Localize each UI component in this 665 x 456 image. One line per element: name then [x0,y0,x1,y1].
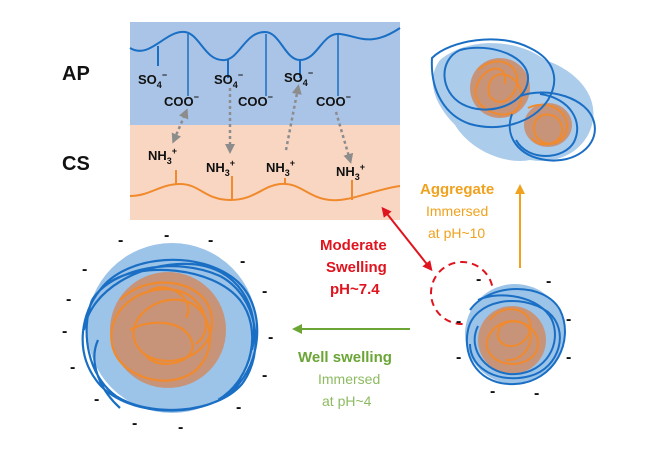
aggregate-particle [430,38,596,162]
negative-charge: - [178,419,183,436]
well-title: Well swelling [298,349,392,366]
negative-charge: - [70,359,75,376]
negative-charge: - [262,367,267,384]
interaction-arrow [334,111,354,164]
negative-charge: - [118,232,123,249]
swollen-particle [81,243,259,413]
ap-band [130,22,400,125]
negative-charge: - [236,399,241,416]
sulfate-group: SO4− [284,68,313,88]
neutral-coil-orange [485,308,540,365]
aggregate-title: Aggregate [420,181,494,198]
aggregate-line1: Immersed [426,203,488,219]
neutral-core [478,306,546,374]
carboxylate-group: COO− [316,92,351,109]
aggregate-coil-orange [474,60,568,146]
negative-charge: - [94,391,99,408]
carboxylate-group: COO− [238,92,273,109]
sulfate-group: SO4− [138,70,167,90]
ammonium-group: NH3+ [148,146,177,166]
negative-charge: - [546,273,551,290]
charge-marks-swollen: - - - - - - - - - - - - - - - [62,227,273,436]
negative-charge: - [456,349,461,366]
interaction-arrow [171,108,189,144]
negative-charge: - [164,227,169,244]
aggregate-core [524,103,572,147]
ap-label: AP [62,63,90,85]
moderate-line3: pH~7.4 [330,281,380,298]
swollen-coil-orange [110,281,214,382]
ammonium-group: NH3+ [206,158,235,178]
ammonium-group: NH3+ [266,158,295,178]
interaction-panel: SO4− SO4− SO4− COO− COO− COO− NH3+ NH3+ … [129,22,401,220]
aggregate-coil-blue [430,38,596,162]
aggregate-line2: at pH~10 [428,225,485,241]
swollen-coil-blue [81,258,259,412]
well-line2: at pH~4 [322,393,372,409]
negative-charge: - [208,232,213,249]
interaction-arrow [284,84,302,151]
ammonium-group: NH3+ [336,162,365,182]
negative-charge: - [566,311,571,328]
negative-charge: - [62,323,67,340]
neutral-particle [465,284,566,386]
well-line1: Immersed [318,371,380,387]
negative-charge: - [66,291,71,308]
negative-charge: - [82,261,87,278]
negative-charge: - [132,415,137,432]
moderate-line1: Moderate [320,237,387,254]
negative-charge: - [240,253,245,270]
cs-backbone [129,182,401,202]
moderate-arrow [381,206,433,272]
ap-backbone [129,27,401,62]
moderate-line2: Swelling [326,259,387,276]
sulfate-group: SO4− [214,70,243,90]
negative-charge: - [262,283,267,300]
cs-label: CS [62,153,90,175]
charge-marks-neutral: - - - - - - - - [456,271,571,402]
negative-charge: - [534,385,539,402]
negative-charge: - [476,271,481,288]
negative-charge: - [566,349,571,366]
neutral-coil-blue [465,288,566,386]
negative-charge: - [268,329,273,346]
negative-charge: - [456,313,461,330]
carboxylate-group: COO− [164,92,199,109]
negative-charge: - [490,383,495,400]
